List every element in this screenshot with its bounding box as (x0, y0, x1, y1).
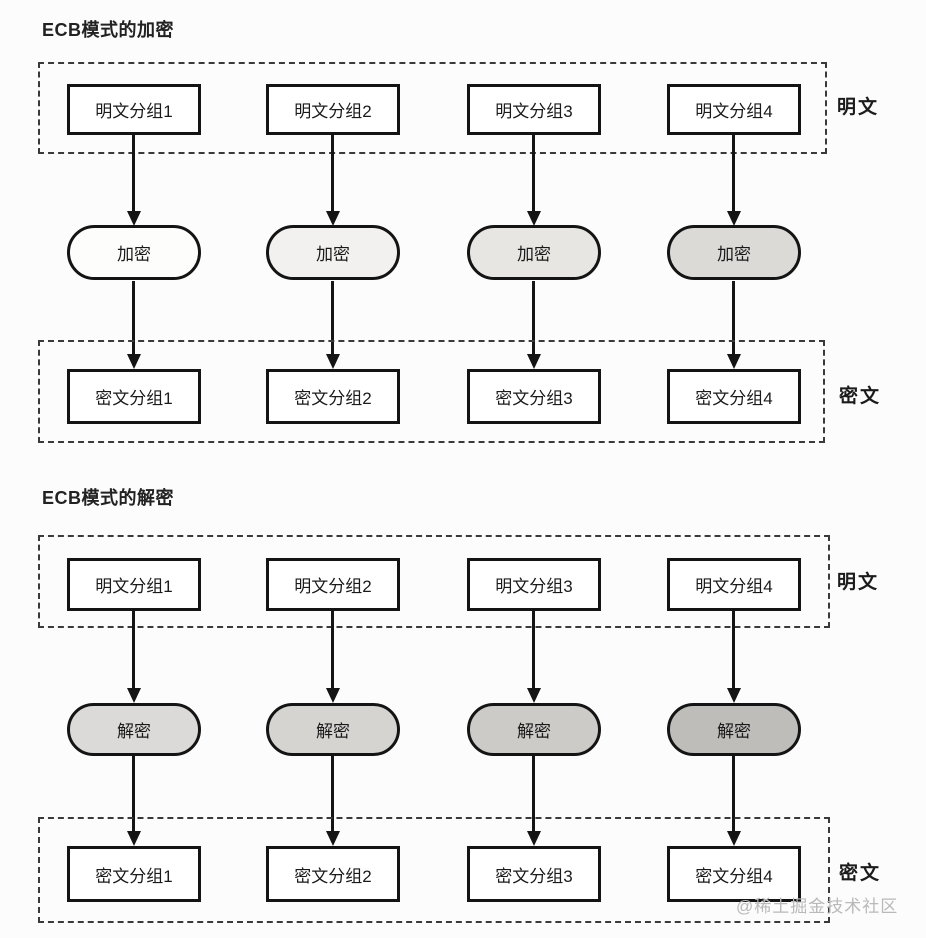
down-arrow (526, 756, 541, 846)
decryption-section-title: ECB模式的解密 (42, 488, 175, 508)
plaintext-block: 明文分组2 (266, 84, 400, 135)
down-arrow (325, 756, 340, 846)
down-arrow (126, 611, 141, 703)
plaintext-block: 明文分组3 (467, 558, 601, 611)
plaintext-block: 明文分组4 (667, 558, 801, 611)
decrypt-node: 解密 (67, 703, 201, 756)
plaintext-block: 明文分组1 (67, 558, 201, 611)
down-arrow (726, 611, 741, 703)
down-arrow (526, 281, 541, 369)
ciphertext-block: 密文分组1 (67, 369, 201, 424)
decryption-ciphertext-frame (38, 817, 830, 923)
down-arrow (526, 135, 541, 226)
plaintext-block: 明文分组3 (467, 84, 601, 135)
ciphertext-block: 密文分组4 (667, 369, 801, 424)
down-arrow (126, 281, 141, 369)
down-arrow (726, 281, 741, 369)
encrypt-node: 加密 (667, 225, 801, 280)
encryption-section-title: ECB模式的加密 (42, 20, 175, 40)
ciphertext-side-label: 密文 (839, 863, 882, 884)
decrypt-node: 解密 (667, 703, 801, 756)
down-arrow (325, 281, 340, 369)
down-arrow (126, 135, 141, 226)
plaintext-block: 明文分组4 (667, 84, 801, 135)
ciphertext-block: 密文分组1 (67, 846, 201, 902)
decrypt-node: 解密 (467, 703, 601, 756)
ciphertext-block: 密文分组4 (667, 846, 801, 902)
decryption-plaintext-frame (38, 535, 830, 628)
plaintext-block: 明文分组2 (266, 558, 400, 611)
encryption-plaintext-frame (38, 62, 827, 154)
ciphertext-side-label: 密文 (839, 386, 882, 407)
down-arrow (526, 611, 541, 703)
down-arrow (325, 611, 340, 703)
down-arrow (726, 756, 741, 846)
decrypt-node: 解密 (266, 703, 400, 756)
encrypt-node: 加密 (266, 225, 400, 280)
ciphertext-block: 密文分组2 (266, 369, 400, 424)
down-arrow (325, 135, 340, 226)
plaintext-side-label: 明文 (837, 572, 880, 593)
ciphertext-block: 密文分组3 (467, 369, 601, 424)
plaintext-side-label: 明文 (837, 97, 880, 118)
down-arrow (726, 135, 741, 226)
down-arrow (126, 756, 141, 846)
encrypt-node: 加密 (67, 225, 201, 280)
ciphertext-block: 密文分组2 (266, 846, 400, 902)
watermark: @稀土掘金技术社区 (736, 897, 899, 916)
encrypt-node: 加密 (467, 225, 601, 280)
ciphertext-block: 密文分组3 (467, 846, 601, 902)
plaintext-block: 明文分组1 (67, 84, 201, 135)
encryption-ciphertext-frame (38, 340, 825, 443)
